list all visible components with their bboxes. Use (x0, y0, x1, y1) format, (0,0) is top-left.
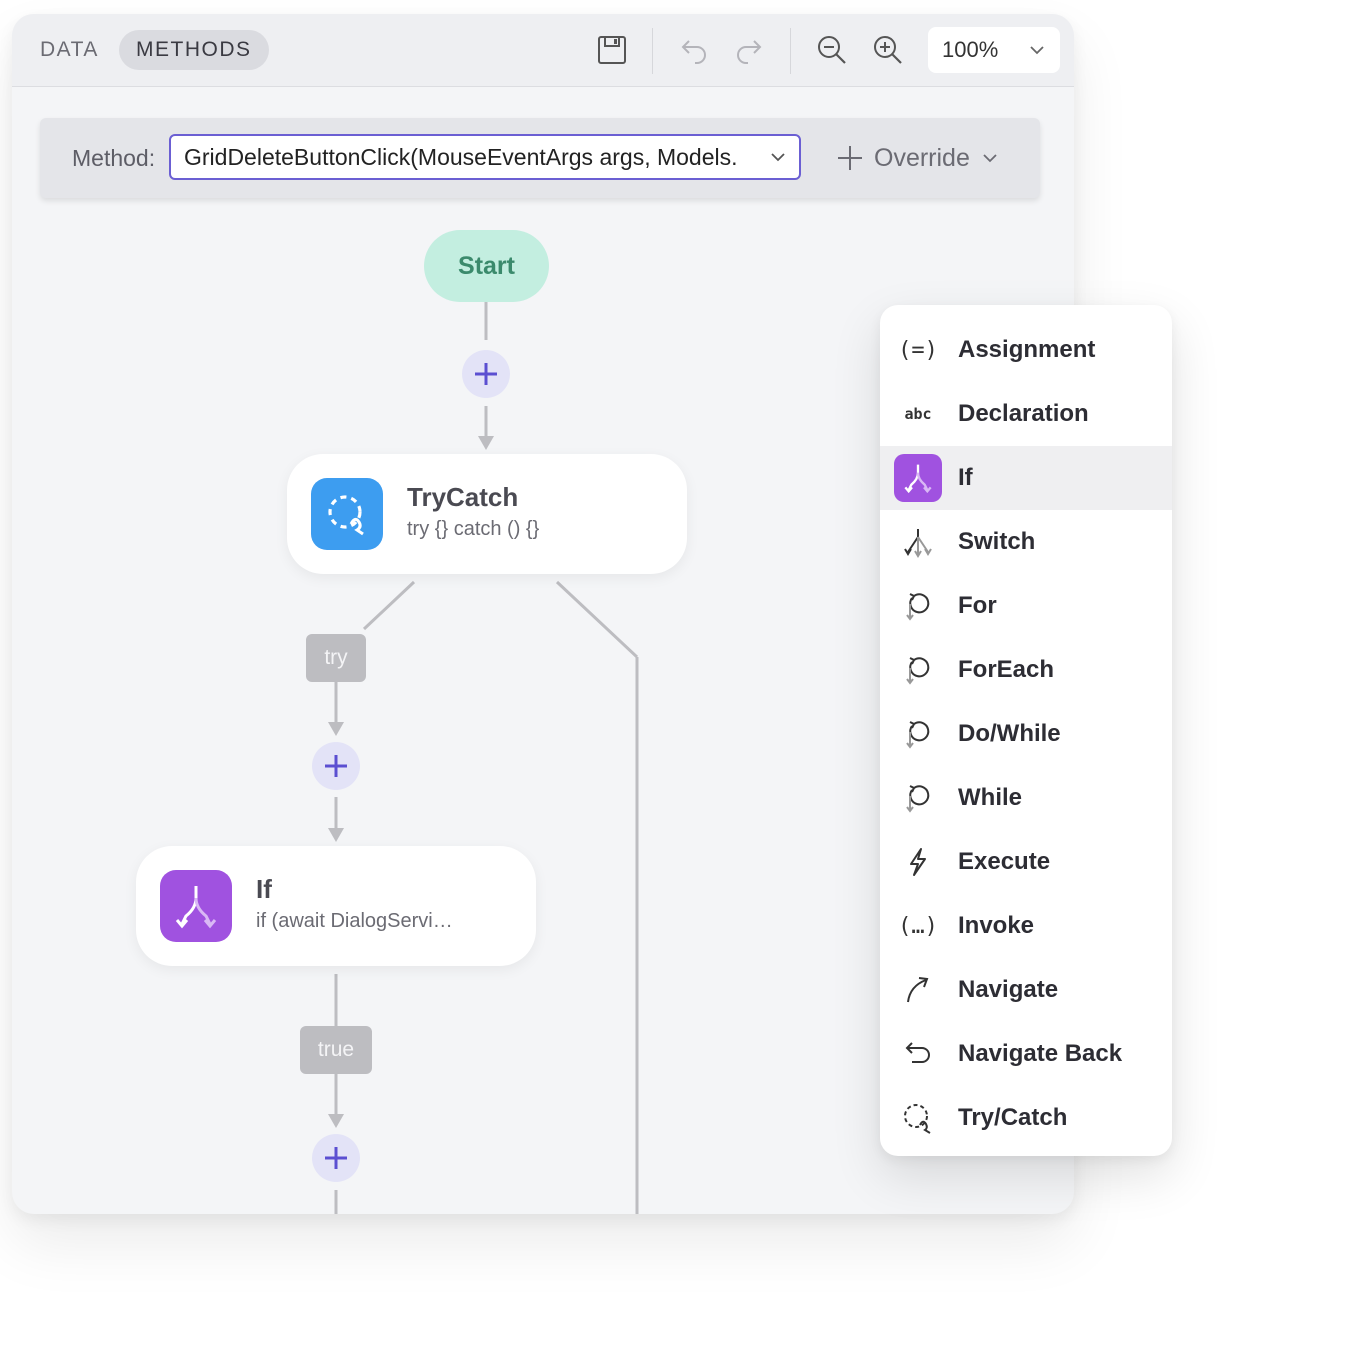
add-step-button[interactable] (312, 1134, 360, 1182)
menu-item-label: Invoke (958, 912, 1035, 939)
menu-item-navigate[interactable]: Navigate (880, 958, 1172, 1022)
plus-icon (475, 363, 497, 385)
menu-item-execute[interactable]: Execute (880, 830, 1172, 894)
node-title: TryCatch (407, 482, 519, 512)
method-bar: Method: GridDeleteButtonClick(MouseEvent… (40, 118, 1040, 198)
menu-item-do-while[interactable]: Do/While (880, 702, 1172, 766)
add-step-menu: (=) Assignment abc Declaration If Switch… (880, 305, 1172, 1156)
node-title: If (256, 874, 272, 904)
method-select[interactable]: GridDeleteButtonClick(MouseEventArgs arg… (169, 134, 801, 180)
menu-item-label: Do/While (958, 720, 1061, 747)
redo-icon[interactable] (731, 32, 767, 68)
menu-item-label: Declaration (958, 400, 1089, 427)
menu-item-declaration[interactable]: abc Declaration (880, 382, 1172, 446)
if-icon (894, 454, 942, 502)
zoom-out-icon[interactable] (814, 32, 850, 68)
plus-icon (325, 1147, 347, 1169)
start-node[interactable]: Start (424, 230, 549, 302)
plus-icon (325, 755, 347, 777)
menu-item-label: Switch (958, 528, 1036, 555)
menu-item-try-catch[interactable]: Try/Catch (880, 1086, 1172, 1150)
method-label: Method: (72, 145, 156, 171)
loop-icon (894, 646, 942, 694)
declaration-icon: abc (904, 405, 932, 423)
override-label: Override (874, 143, 970, 172)
menu-item-label: While (958, 784, 1022, 811)
chevron-down-icon (1028, 41, 1046, 64)
flow-connectors (328, 302, 639, 1214)
loop-icon (894, 582, 942, 630)
menu-item-label: ForEach (958, 656, 1055, 683)
invoke-icon: (…) (898, 913, 938, 939)
loop-icon (894, 774, 942, 822)
menu-item-assignment[interactable]: (=) Assignment (880, 318, 1172, 382)
plus-icon (838, 146, 862, 170)
menu-item-label: If (958, 464, 973, 491)
node-subtitle: if (await DialogServi… (256, 910, 453, 932)
tab-data[interactable]: DATA (40, 38, 99, 61)
save-icon[interactable] (594, 32, 630, 68)
node-subtitle: try {} catch () {} (407, 518, 540, 540)
menu-item-switch[interactable]: Switch (880, 510, 1172, 574)
menu-item-label: Execute (958, 848, 1051, 875)
menu-item-for[interactable]: For (880, 574, 1172, 638)
assignment-icon: (=) (898, 337, 938, 363)
menu-item-label: Try/Catch (958, 1104, 1068, 1131)
trycatch-icon (311, 478, 383, 550)
navigate-icon (894, 966, 942, 1014)
tab-methods[interactable]: METHODS (119, 30, 269, 70)
trycatch-node[interactable]: TryCatch try {} catch () {} (287, 454, 687, 574)
zoom-in-icon[interactable] (870, 32, 906, 68)
menu-item-invoke[interactable]: (…) Invoke (880, 894, 1172, 958)
menu-item-label: For (958, 592, 997, 619)
switch-icon (894, 518, 942, 566)
method-select-value: GridDeleteButtonClick(MouseEventArgs arg… (184, 144, 738, 170)
trycatch-icon (894, 1094, 942, 1142)
zoom-value: 100% (942, 37, 999, 62)
loop-icon (894, 710, 942, 758)
chevron-down-icon (769, 148, 787, 171)
menu-item-navigate-back[interactable]: Navigate Back (880, 1022, 1172, 1086)
zoom-select[interactable]: 100% (928, 27, 1060, 73)
add-step-button[interactable] (462, 350, 510, 398)
undo-icon[interactable] (676, 32, 712, 68)
menu-item-foreach[interactable]: ForEach (880, 638, 1172, 702)
toolbar-divider (652, 28, 653, 74)
if-icon (160, 870, 232, 942)
lightning-icon (894, 838, 942, 886)
menu-item-label: Assignment (958, 336, 1096, 363)
navigate-back-icon (894, 1030, 942, 1078)
try-branch-label: try (306, 634, 366, 682)
menu-item-label: Navigate Back (958, 1040, 1123, 1067)
chevron-down-icon (983, 154, 997, 163)
menu-item-while[interactable]: While (880, 766, 1172, 830)
if-node[interactable]: If if (await DialogServi… (136, 846, 536, 966)
override-button[interactable]: Override (836, 136, 1000, 180)
toolbar-divider (790, 28, 791, 74)
add-step-button[interactable] (312, 742, 360, 790)
menu-item-if[interactable]: If (880, 446, 1172, 510)
true-branch-label: true (300, 1026, 372, 1074)
toolbar: DATA METHODS 100% (12, 14, 1074, 87)
menu-item-label: Navigate (958, 976, 1059, 1003)
